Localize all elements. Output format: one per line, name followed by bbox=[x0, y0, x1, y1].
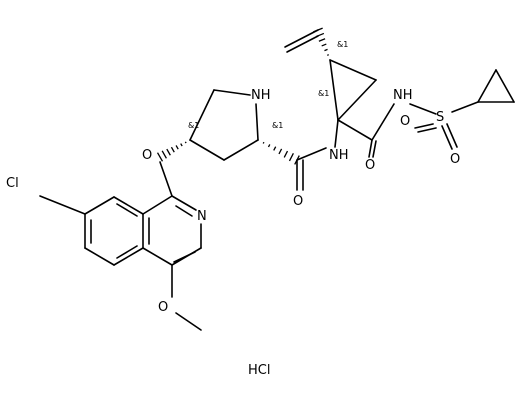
cl-label: Cl bbox=[6, 176, 19, 191]
c-o-ether-bond bbox=[159, 161, 173, 197]
salt-label: HCl bbox=[248, 363, 270, 378]
ring-bond bbox=[495, 69, 515, 103]
ring-bond bbox=[171, 195, 197, 211]
hashed-bond-c4-o bbox=[180, 143, 183, 147]
hashed-bond-vinyl bbox=[318, 38, 326, 42]
s-o2-double bbox=[446, 123, 458, 148]
ring-bond bbox=[255, 103, 259, 141]
hashed-bond-c2-amide bbox=[283, 150, 289, 158]
ring-double-bond bbox=[116, 245, 138, 259]
ring-bond bbox=[329, 59, 377, 81]
ring-double-bond bbox=[175, 205, 193, 217]
stereo-label-c2: &1 bbox=[272, 121, 283, 130]
stereo-label-c4: &1 bbox=[188, 121, 199, 130]
s-cyclopropyl-bond bbox=[451, 101, 479, 113]
o-sulfonyl-1-label: O bbox=[400, 114, 410, 129]
o-ether-label: O bbox=[142, 148, 152, 163]
hashed-bond-c2-amide bbox=[267, 144, 271, 148]
s-o1-double bbox=[417, 127, 437, 133]
hashed-bond-c2-amide bbox=[273, 146, 277, 151]
nh-amide2-label: NH bbox=[393, 88, 413, 103]
cq-camide-bond bbox=[337, 119, 373, 141]
hashed-bond-vinyl bbox=[324, 48, 328, 52]
ring-bond bbox=[189, 139, 225, 161]
c-o-amide2-bond bbox=[368, 139, 373, 158]
ring-bond bbox=[113, 247, 144, 266]
hashed-bond-c4-o bbox=[156, 152, 164, 162]
ring-double-bond bbox=[116, 203, 138, 217]
stereo-label-quaternary: &1 bbox=[318, 89, 329, 98]
hashed-bond-vinyl bbox=[321, 43, 327, 47]
c-n-amide2-bond bbox=[371, 103, 395, 141]
hashed-bond-c4-o bbox=[161, 150, 167, 159]
hashed-bond-c4-o bbox=[184, 141, 187, 144]
n-cq-bond bbox=[334, 119, 339, 148]
stereo-label-vinyl: &1 bbox=[337, 40, 348, 49]
n-isoquinoline-label: N bbox=[197, 209, 207, 224]
vinyl-double-bond bbox=[286, 35, 319, 53]
nh-ring-label: NH bbox=[251, 88, 271, 103]
s-sulfonyl-label: S bbox=[436, 110, 444, 125]
ring-double-bond bbox=[173, 251, 196, 263]
hashed-bond-vinyl bbox=[326, 54, 330, 56]
ring-bond bbox=[84, 247, 115, 266]
ring-bond bbox=[329, 59, 339, 121]
o-amide1-label: O bbox=[293, 194, 303, 209]
ring-bond bbox=[113, 196, 144, 215]
o-amide2-label: O bbox=[365, 158, 375, 173]
hashed-bond-c4-o bbox=[170, 146, 175, 153]
o-methyl-bond bbox=[175, 312, 202, 331]
nh-amide1-label: NH bbox=[329, 148, 349, 163]
ring-bond bbox=[223, 139, 259, 161]
n-s-bond bbox=[409, 103, 437, 115]
s-o2-bond bbox=[441, 125, 453, 150]
hashed-bond-c4-o bbox=[175, 145, 179, 150]
ring-bond bbox=[142, 195, 173, 215]
o-sulfonyl-2-label: O bbox=[450, 152, 460, 167]
ring-bond bbox=[477, 69, 497, 103]
ring-bond bbox=[337, 79, 377, 121]
ring-bond bbox=[189, 89, 215, 141]
hashed-bond-c4-o bbox=[166, 148, 171, 156]
vinyl-bond bbox=[284, 29, 319, 48]
ring-bond bbox=[213, 89, 251, 96]
bonds bbox=[39, 27, 515, 331]
c-cl-bond bbox=[39, 195, 86, 215]
c-o-amide2-double bbox=[372, 140, 377, 158]
ring-bond bbox=[142, 247, 173, 266]
hashed-bond-c2-amide bbox=[262, 141, 265, 144]
o-methoxy-label: O bbox=[158, 300, 168, 315]
hashed-bond-c2-amide bbox=[278, 148, 283, 155]
c-n-amide1-bond bbox=[296, 147, 327, 161]
s-o1-bond bbox=[414, 123, 434, 129]
ring-bond bbox=[84, 196, 115, 215]
hashed-bond-c2-amide bbox=[288, 153, 294, 162]
